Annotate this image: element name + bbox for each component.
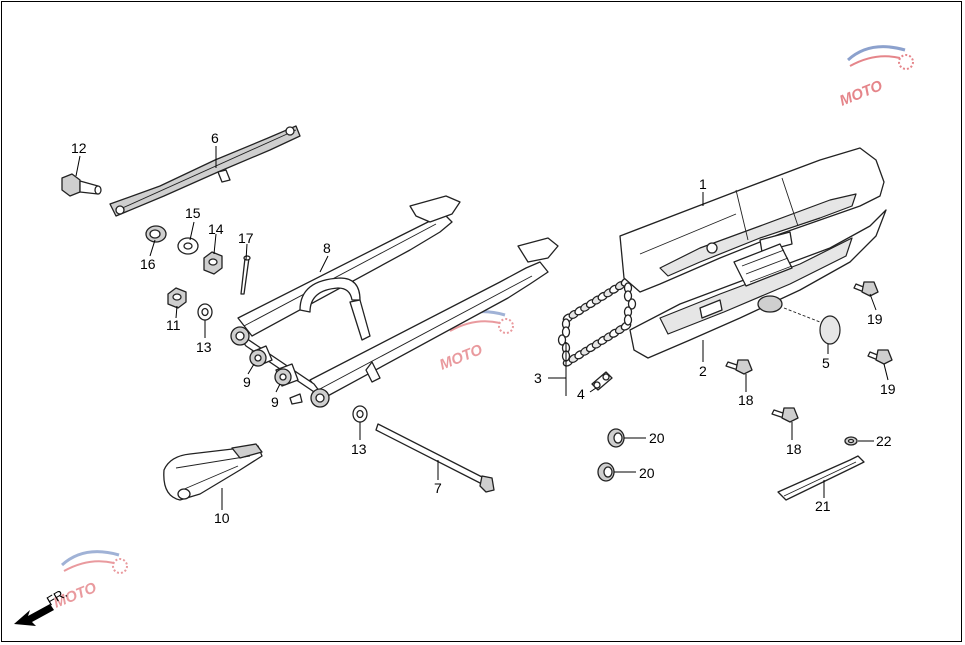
callout-3: 3 xyxy=(534,370,542,386)
part-9-bushing-upper xyxy=(249,345,273,367)
part-21-strap xyxy=(777,455,865,501)
part-10-chain-slider xyxy=(163,443,263,501)
callout-11: 11 xyxy=(166,317,181,333)
callout-19-lower: 19 xyxy=(880,381,896,397)
callout-20-upper: 20 xyxy=(649,430,665,446)
callout-2: 2 xyxy=(699,363,707,379)
callout-19-upper: 19 xyxy=(867,311,883,327)
part-20-grommet-lower xyxy=(597,462,615,482)
part-9-bushing-lower xyxy=(274,363,299,387)
callout-14: 14 xyxy=(208,221,224,237)
chain-link xyxy=(623,314,633,326)
callout-8: 8 xyxy=(323,240,331,256)
part-7-pivot-axle xyxy=(375,423,495,493)
callout-17: 17 xyxy=(238,230,254,246)
callout-9-lower: 9 xyxy=(271,394,279,410)
callout-13-lower: 13 xyxy=(351,441,367,457)
leader-lines xyxy=(75,146,889,510)
part-18-bolt-lower xyxy=(771,407,799,423)
watermark-bottom-left: MOTO xyxy=(51,550,128,612)
callout-5: 5 xyxy=(822,355,830,371)
watermark-text: MOTO xyxy=(437,341,485,374)
callout-9-upper: 9 xyxy=(243,374,251,390)
watermark-text: MOTO xyxy=(837,77,885,110)
part-8-swingarm xyxy=(230,195,559,408)
part-12-bolt xyxy=(61,173,102,197)
part-14-nut xyxy=(203,251,223,275)
callout-13-upper: 13 xyxy=(196,339,212,355)
callout-12: 12 xyxy=(71,140,87,156)
callout-22: 22 xyxy=(876,433,892,449)
callout-6: 6 xyxy=(211,130,219,146)
part-19-bolt-lower xyxy=(867,349,893,365)
part-19-bolt-upper xyxy=(853,281,879,297)
part-1-chain-case-upper xyxy=(619,147,885,293)
part-11-flange-nut xyxy=(167,287,187,309)
part-22-clip xyxy=(844,436,858,446)
callout-labels: 12 6 16 15 14 17 8 11 13 9 9 13 7 10 3 4… xyxy=(71,130,896,526)
part-16-collar xyxy=(145,225,167,243)
callout-16: 16 xyxy=(140,256,156,272)
chain-link xyxy=(561,326,571,338)
part-13-washer-lower xyxy=(352,405,368,423)
callout-20-lower: 20 xyxy=(639,465,655,481)
callout-15: 15 xyxy=(185,205,201,221)
callout-18-upper: 18 xyxy=(738,392,754,408)
part-18-bolt-upper xyxy=(725,359,753,375)
part-13-washer-upper xyxy=(197,303,213,321)
part-20-grommet-upper xyxy=(607,428,625,448)
callout-21: 21 xyxy=(815,498,831,514)
part-17-cotter-pin xyxy=(240,255,251,295)
part-6-chain-guide-plate xyxy=(109,125,301,217)
part-3-drive-chain xyxy=(557,277,637,367)
callout-7: 7 xyxy=(434,480,442,496)
callout-18-lower: 18 xyxy=(786,441,802,457)
chain-link xyxy=(557,334,567,346)
part-15-washer xyxy=(177,237,199,255)
callout-10: 10 xyxy=(214,510,230,526)
part-4-master-link xyxy=(591,371,613,391)
watermark-top-right: MOTO xyxy=(837,45,914,110)
callout-4: 4 xyxy=(577,386,585,402)
callout-1: 1 xyxy=(699,176,707,192)
part-5-inspection-cap xyxy=(783,307,841,345)
chain-link xyxy=(623,290,633,302)
part-2-chain-case-lower xyxy=(629,209,887,359)
chain-link xyxy=(627,298,637,310)
